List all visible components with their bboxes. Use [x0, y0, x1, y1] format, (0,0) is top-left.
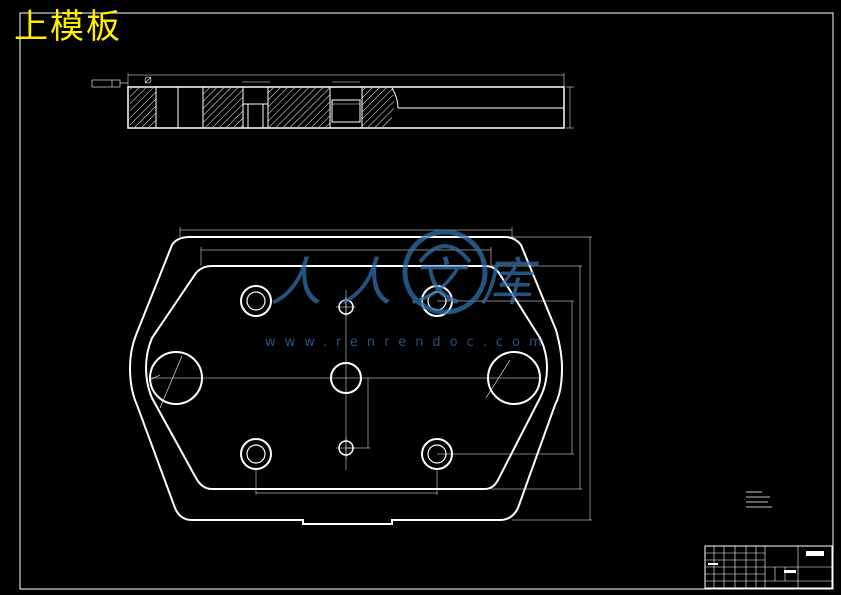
plate-outline: [128, 236, 564, 525]
section-view: [91, 73, 574, 129]
drawing-title: 上模板: [14, 7, 122, 47]
watermark-text: 人人文库: [270, 253, 550, 313]
drawing-frame: [19, 12, 834, 590]
bolt-hole-tl: [240, 285, 272, 317]
bolt-hole-bl: [240, 438, 272, 470]
tech-notes: [746, 491, 772, 508]
watermark-url: www.renrendoc.com: [265, 335, 551, 350]
plan-view: [128, 227, 592, 525]
watermark-logo-icon: [402, 229, 488, 315]
inner-pocket: [144, 265, 549, 490]
title-block: [704, 545, 833, 589]
watermark: 人人文库 www.renrendoc.com: [265, 229, 551, 350]
